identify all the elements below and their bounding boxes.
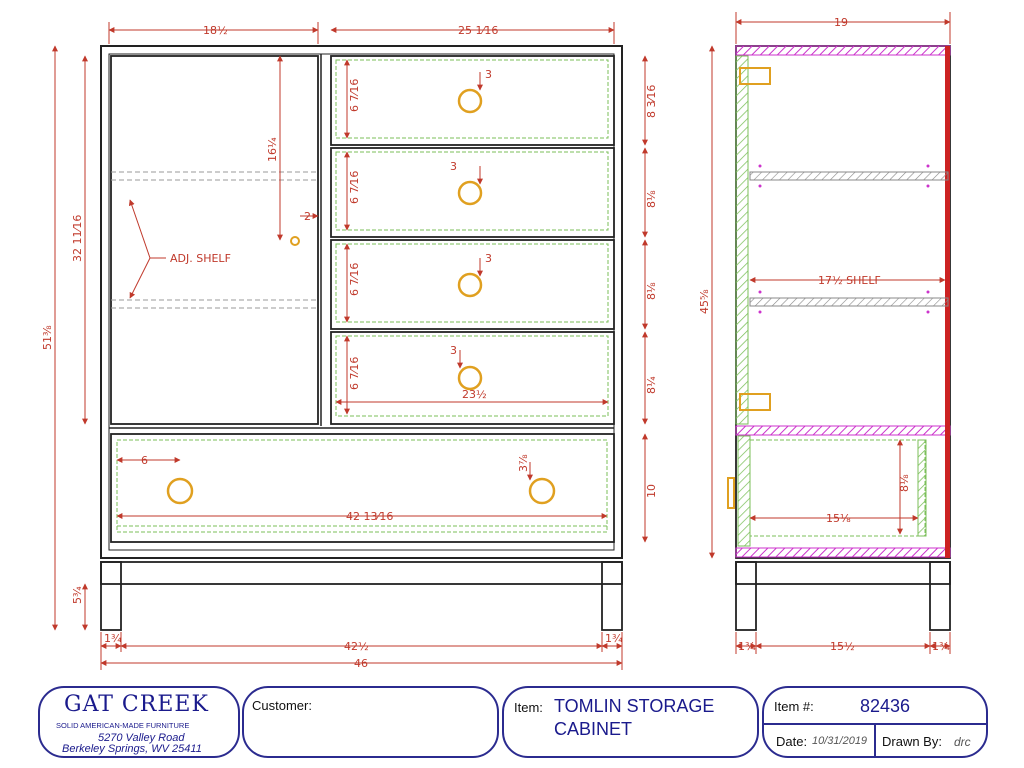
date-label: Date: [776, 734, 808, 749]
drawer-stack [110, 55, 615, 543]
ring-pull-icon [457, 272, 483, 298]
drawn-by-label: Drawn By: [882, 734, 942, 749]
dim-side-drawer-depth: 15⅛ [826, 512, 851, 525]
ring-pull-icon [457, 180, 483, 206]
case-inner [108, 53, 615, 551]
dim-drawer-inner-width: 23½ [462, 388, 487, 401]
dim-door-height: 32 11⁄16 [71, 215, 84, 262]
item-name-line-2: CABINET [554, 719, 633, 739]
ring-pull-icon [457, 88, 483, 114]
dim-overall-width: 46 [354, 657, 368, 670]
side-dimension-lines [709, 12, 951, 654]
side-pull-icon [727, 477, 735, 509]
dim-side-shelf: 17½ SHELF [818, 274, 881, 287]
item-number-label: Item #: [774, 699, 814, 714]
dim-drawer-face-2: 8⅛ [645, 190, 658, 208]
dim-drawer-inner-3: 6 7⁄16 [348, 263, 361, 296]
door-section-hatch [735, 55, 749, 425]
door [110, 55, 319, 425]
dim-leg-right: 1¾ [605, 632, 623, 645]
company-address-2: Berkeley Springs, WV 25411 [62, 743, 202, 755]
dim-bottom-pull-drop: 3⅞ [517, 454, 530, 472]
dim-top-right-width: 25 1⁄16 [458, 24, 498, 37]
ring-pull-icon [166, 477, 194, 505]
item-number: 82436 [860, 696, 911, 716]
dim-side-top-depth: 19 [834, 16, 848, 29]
mid-section-hatch [735, 425, 951, 436]
dim-bottom-pull-offset: 6 [141, 454, 148, 467]
dim-base-height: 5¾ [71, 586, 84, 604]
company-name: GAT CREEK [64, 692, 209, 717]
customer-label: Customer: [252, 698, 312, 713]
dim-side-drawer-height: 8⅛ [898, 474, 911, 492]
dim-door-pull-height: 16¼ [266, 137, 279, 162]
dim-side-leg-right: 1¾ [932, 640, 950, 653]
item-name-line-1: TOMLIN STORAGE [554, 696, 715, 716]
shelf-section [749, 171, 949, 181]
dim-drawer-inner-4: 6 7⁄16 [348, 357, 361, 390]
top-section-hatch [735, 45, 951, 56]
case-outline [100, 45, 623, 559]
dim-side-inner-depth: 15½ [830, 640, 855, 653]
dim-drawer-face-4: 8¼ [645, 376, 658, 394]
drawer-4 [330, 331, 615, 425]
hinge-icon [739, 393, 771, 411]
drawer-front-hatch [737, 435, 751, 547]
shelf-section [749, 297, 949, 307]
dim-inner-width: 42½ [344, 640, 369, 653]
ring-pull-icon [528, 477, 556, 505]
item-box: Item: TOMLIN STORAGE CABINET [502, 686, 759, 758]
company-box: GAT CREEK SOLID AMERICAN-MADE FURNITURE … [38, 686, 240, 758]
dim-leg-left: 1¾ [104, 632, 122, 645]
item-number-box: Item #: 82436 Date: 10/31/2019 Drawn By:… [762, 686, 988, 758]
dim-pull-drop-2: 3 [450, 160, 457, 173]
drawn-by-value: drc [954, 735, 971, 749]
hinge-icon [739, 67, 771, 85]
side-base [735, 561, 951, 631]
dim-drawer-inner-2: 6 7⁄16 [348, 171, 361, 204]
customer-box: Customer: [242, 686, 499, 758]
dim-pull-drop-1: 3 [485, 68, 492, 81]
dim-side-leg-left: 1¾ [738, 640, 756, 653]
dim-bottom-drawer-inner-width: 42 13⁄16 [346, 510, 393, 523]
adj-shelf-note: ADJ. SHELF [170, 252, 231, 265]
drawer-1 [330, 55, 615, 146]
date-value: 10/31/2019 [812, 735, 868, 747]
bottom-drawer [110, 433, 615, 543]
dim-drawer-inner-1: 6 7⁄16 [348, 79, 361, 112]
drawer-3 [330, 239, 615, 330]
drawer-2 [330, 147, 615, 238]
date-divider [874, 724, 876, 756]
front-view [52, 22, 648, 670]
drawer-side-hatch [917, 439, 927, 537]
company-tagline: SOLID AMERICAN-MADE FURNITURE [56, 721, 190, 730]
dim-pull-drop-4: 3 [450, 344, 457, 357]
company-address-1: 5270 Valley Road [98, 732, 185, 744]
dim-top-left-width: 18½ [203, 24, 228, 37]
dim-side-height: 45⅝ [698, 289, 711, 314]
front-dimension-lines [52, 22, 648, 670]
ring-pull-icon [457, 365, 483, 391]
dim-bottom-drawer-height: 10 [645, 484, 658, 498]
bottom-section-hatch [735, 547, 951, 558]
dim-overall-height: 51⅜ [41, 325, 54, 350]
drawer-box-hidden-lines [116, 59, 609, 533]
dim-pull-drop-3: 3 [485, 252, 492, 265]
door-knob-icon [290, 236, 300, 246]
item-label: Item: [514, 700, 543, 715]
side-view [709, 12, 951, 654]
ring-pulls [166, 88, 556, 505]
dim-pull-offset: 2 [304, 210, 311, 223]
shelf-pin-holes [758, 164, 930, 314]
dim-drawer-face-3: 8⅛ [645, 282, 658, 300]
dimension-labels: 18½ 25 1⁄16 19 51⅜ 32 11⁄16 16¼ 2 8 3⁄16… [41, 16, 950, 670]
dim-drawer-face-1: 8 3⁄16 [645, 85, 658, 118]
base [100, 561, 623, 631]
